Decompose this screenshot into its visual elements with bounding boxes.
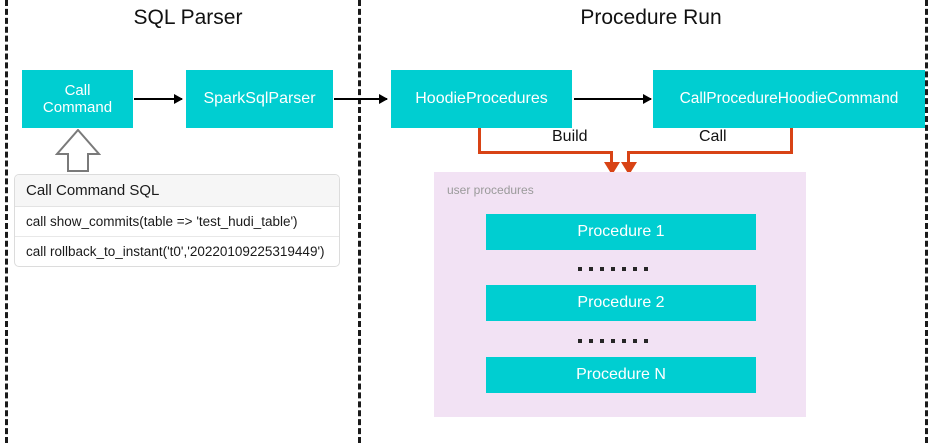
procedures-ellipsis [578, 339, 648, 343]
call-command-sql-table: Call Command SQL call show_commits(table… [14, 174, 340, 267]
section-divider-left [5, 0, 8, 443]
node-spark-sql-parser[interactable]: SparkSqlParser [186, 70, 333, 128]
connector-call-horizontal [627, 151, 793, 154]
node-spark-sql-parser-label: SparkSqlParser [203, 89, 316, 107]
section-divider-right [925, 0, 928, 443]
procedure-box-2[interactable]: Procedure 2 [486, 285, 756, 321]
node-call-command[interactable]: Call Command [22, 70, 133, 128]
node-call-procedure-hoodie-command[interactable]: CallProcedureHoodieCommand [653, 70, 925, 128]
connector-call-vertical-left [627, 151, 630, 169]
node-call-command-label-line1: Call [64, 81, 91, 99]
connector-build-vertical-left [478, 128, 481, 154]
arrow-spark-sql-parser-to-hoodie-procedures [334, 98, 387, 100]
procedures-ellipsis [578, 267, 648, 271]
connector-build-arrowhead-icon [604, 162, 620, 175]
connector-build-horizontal [478, 151, 613, 154]
ellipsis-dot [578, 339, 582, 343]
sql-table-row: call show_commits(table => 'test_hudi_ta… [15, 207, 339, 237]
ellipsis-dot [622, 339, 626, 343]
connector-call-vertical-right [790, 128, 793, 154]
connector-call-arrowhead-icon [621, 162, 637, 175]
ellipsis-dot [611, 339, 615, 343]
procedure-box-1-label: Procedure 1 [577, 223, 665, 240]
connector-label-build: Build [546, 128, 594, 146]
sql-table-row: call rollback_to_instant('t0','202201092… [26, 244, 325, 259]
user-procedures-panel-label: user procedures [447, 183, 534, 197]
sql-table-header: Call Command SQL [15, 175, 339, 207]
ellipsis-dot [633, 339, 637, 343]
procedure-box-2-label: Procedure 2 [577, 294, 665, 311]
procedure-box-n[interactable]: Procedure N [486, 357, 756, 393]
node-hoodie-procedures-label: HoodieProcedures [415, 89, 548, 107]
ellipsis-dot [589, 267, 593, 271]
node-hoodie-procedures[interactable]: HoodieProcedures [391, 70, 572, 128]
connector-build-vertical-right [610, 151, 613, 169]
ellipsis-dot [600, 339, 604, 343]
node-call-procedure-hoodie-command-label: CallProcedureHoodieCommand [679, 90, 899, 108]
connector-label-call: Call [693, 128, 733, 146]
ellipsis-dot [611, 267, 615, 271]
ellipsis-dot [644, 339, 648, 343]
ellipsis-dot [578, 267, 582, 271]
ellipsis-dot [600, 267, 604, 271]
section-title-sql-parser: SQL Parser [133, 6, 243, 29]
procedure-box-n-label: Procedure N [576, 366, 666, 383]
arrow-call-command-to-spark-sql-parser [134, 98, 182, 100]
ellipsis-dot [589, 339, 593, 343]
procedure-box-1[interactable]: Procedure 1 [486, 214, 756, 250]
arrow-hoodie-procedures-to-call-procedure-hoodie-command [574, 98, 651, 100]
section-title-procedure-run: Procedure Run [580, 6, 722, 29]
ellipsis-dot [633, 267, 637, 271]
node-call-command-label-line2: Command [42, 99, 113, 116]
block-arrow-up-icon [54, 128, 102, 178]
section-divider-middle [358, 0, 361, 443]
ellipsis-dot [622, 267, 626, 271]
ellipsis-dot [644, 267, 648, 271]
